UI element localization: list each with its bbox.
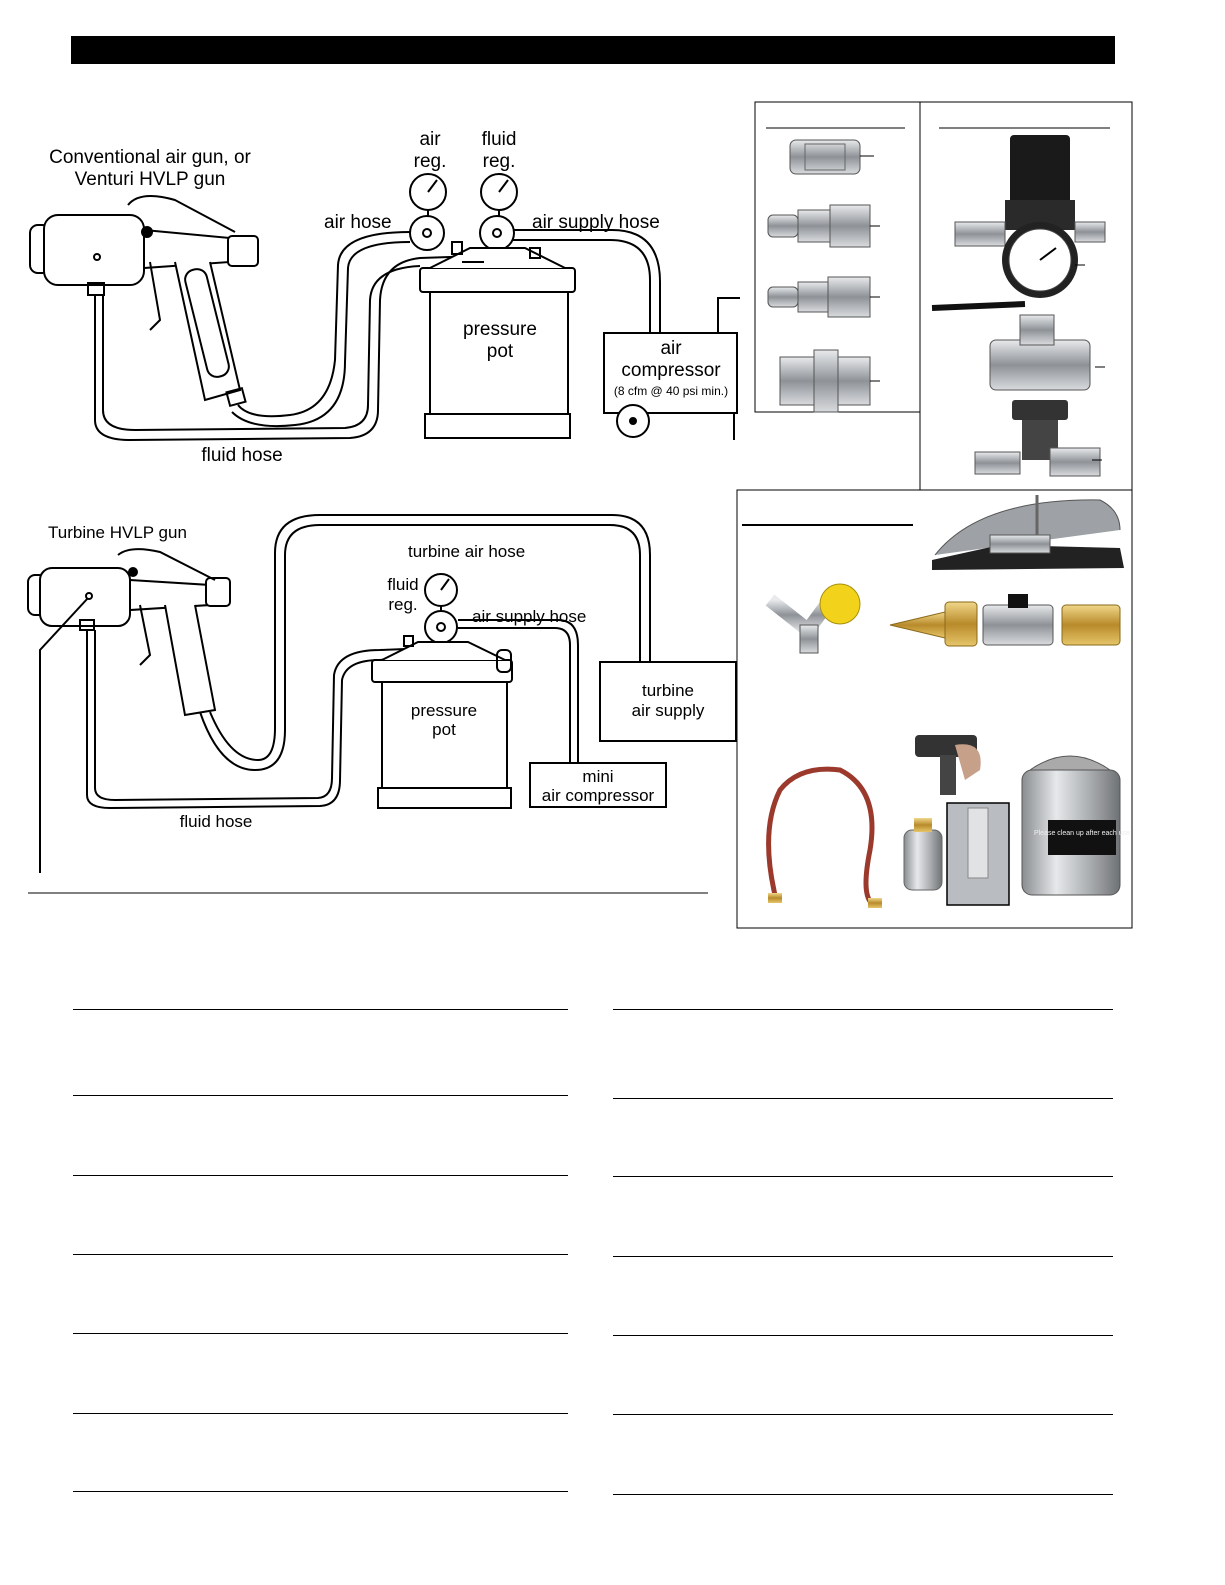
accessories-panel: Please clean up after each use bbox=[736, 489, 1133, 929]
conventional-setup-diagram bbox=[29, 173, 740, 442]
rule-left-7 bbox=[73, 1491, 568, 1492]
rule-left-4 bbox=[73, 1254, 568, 1255]
air-hose-photo-icon bbox=[766, 766, 882, 908]
fluid-hose-line bbox=[94, 255, 481, 442]
gun-label-line2: Venturi HVLP gun bbox=[75, 169, 226, 190]
fluid-reg-label-1: fluid bbox=[482, 129, 517, 150]
fluid-hose-line-inner bbox=[102, 265, 421, 432]
quick-coupler-icon bbox=[789, 139, 874, 175]
air-reg-label-2: reg. bbox=[414, 151, 447, 172]
air-hose-line bbox=[237, 231, 411, 418]
pot-manifold-icon bbox=[932, 495, 1124, 570]
turbine-label-1: turbine bbox=[642, 681, 694, 700]
turbine-air-hose-label: turbine air hose bbox=[408, 542, 525, 561]
header-bar bbox=[71, 36, 1115, 64]
turbine-gun-label: Turbine HVLP gun bbox=[48, 523, 187, 542]
fluid-reg-2-label-1: fluid bbox=[387, 575, 418, 594]
fluid-reg-label-2: reg. bbox=[483, 151, 516, 172]
fluid-regulator-icon bbox=[479, 215, 515, 251]
turbine-label-2: air supply bbox=[632, 701, 705, 720]
compressor-label-1: air bbox=[660, 338, 682, 359]
pressure-pot-label-1: pressure bbox=[463, 319, 537, 340]
air-supply-hose-label: air supply hose bbox=[532, 212, 660, 233]
rule-right-4 bbox=[613, 1256, 1113, 1257]
mini-label-2: air compressor bbox=[542, 786, 655, 805]
air-hose-line-inner bbox=[231, 241, 411, 428]
conventional-spray-gun bbox=[29, 195, 259, 408]
pressure-pot-2 bbox=[371, 635, 513, 809]
pressure-pot-label-2: pot bbox=[487, 341, 514, 362]
rule-right-1 bbox=[613, 1009, 1113, 1010]
air-supply-hose-line-inner bbox=[510, 229, 661, 332]
turbine-spray-gun bbox=[27, 548, 231, 717]
compressor-spec: (8 cfm @ 40 psi min.) bbox=[614, 384, 728, 398]
rule-right-7 bbox=[613, 1494, 1113, 1495]
mini-label-1: mini bbox=[582, 767, 613, 786]
rule-right-3 bbox=[613, 1176, 1113, 1177]
pressure-pot-2-label-2: pot bbox=[432, 720, 456, 739]
mini-compressor-box bbox=[529, 762, 667, 808]
turbine-box bbox=[599, 661, 737, 742]
air-reg-label-1: air bbox=[419, 129, 441, 150]
air-regulator-icon bbox=[409, 215, 445, 251]
air-supply-hose-line bbox=[510, 239, 651, 332]
turbine-setup-diagram bbox=[27, 514, 737, 873]
gravity-gun-photo-icon bbox=[903, 735, 1010, 906]
rule-left-1 bbox=[73, 1009, 568, 1010]
pressure-pot-1 bbox=[419, 241, 576, 439]
needle-valve-icon bbox=[974, 400, 1102, 477]
pot-warning-label: Please clean up after each use bbox=[1034, 830, 1130, 837]
y-splitter-icon bbox=[765, 583, 861, 654]
air-compressor bbox=[603, 297, 740, 440]
brass-fittings-icon bbox=[889, 594, 1121, 647]
fluid-hose-label-1: fluid hose bbox=[201, 445, 282, 466]
hex-nipple-icon bbox=[779, 349, 880, 413]
air-hose-label: air hose bbox=[324, 212, 392, 233]
rule-left-5 bbox=[73, 1333, 568, 1334]
fluid-reg-2-label-2: reg. bbox=[388, 595, 417, 614]
rule-left-2 bbox=[73, 1095, 568, 1096]
female-plug-icon bbox=[767, 276, 880, 318]
male-plug-icon bbox=[767, 204, 880, 248]
air-supply-hose-2-label: air supply hose bbox=[472, 607, 586, 626]
rule-right-2 bbox=[613, 1098, 1113, 1099]
pressure-pot-photo-icon: Please clean up after each use bbox=[1021, 755, 1130, 896]
rule-left-6 bbox=[73, 1413, 568, 1414]
fittings-panel bbox=[754, 101, 1133, 491]
gun-label-line1: Conventional air gun, or bbox=[49, 147, 251, 168]
ball-valve-icon bbox=[931, 301, 1105, 391]
compressor-label-2: compressor bbox=[621, 360, 721, 381]
rule-left-3 bbox=[73, 1175, 568, 1176]
air-regulator-photo-icon bbox=[954, 135, 1106, 298]
rule-right-6 bbox=[613, 1414, 1113, 1415]
fluid-hose-label-2: fluid hose bbox=[180, 812, 253, 831]
rule-right-5 bbox=[613, 1335, 1113, 1336]
fluid-regulator-2-icon bbox=[424, 610, 458, 644]
pressure-pot-2-label-1: pressure bbox=[411, 701, 477, 720]
